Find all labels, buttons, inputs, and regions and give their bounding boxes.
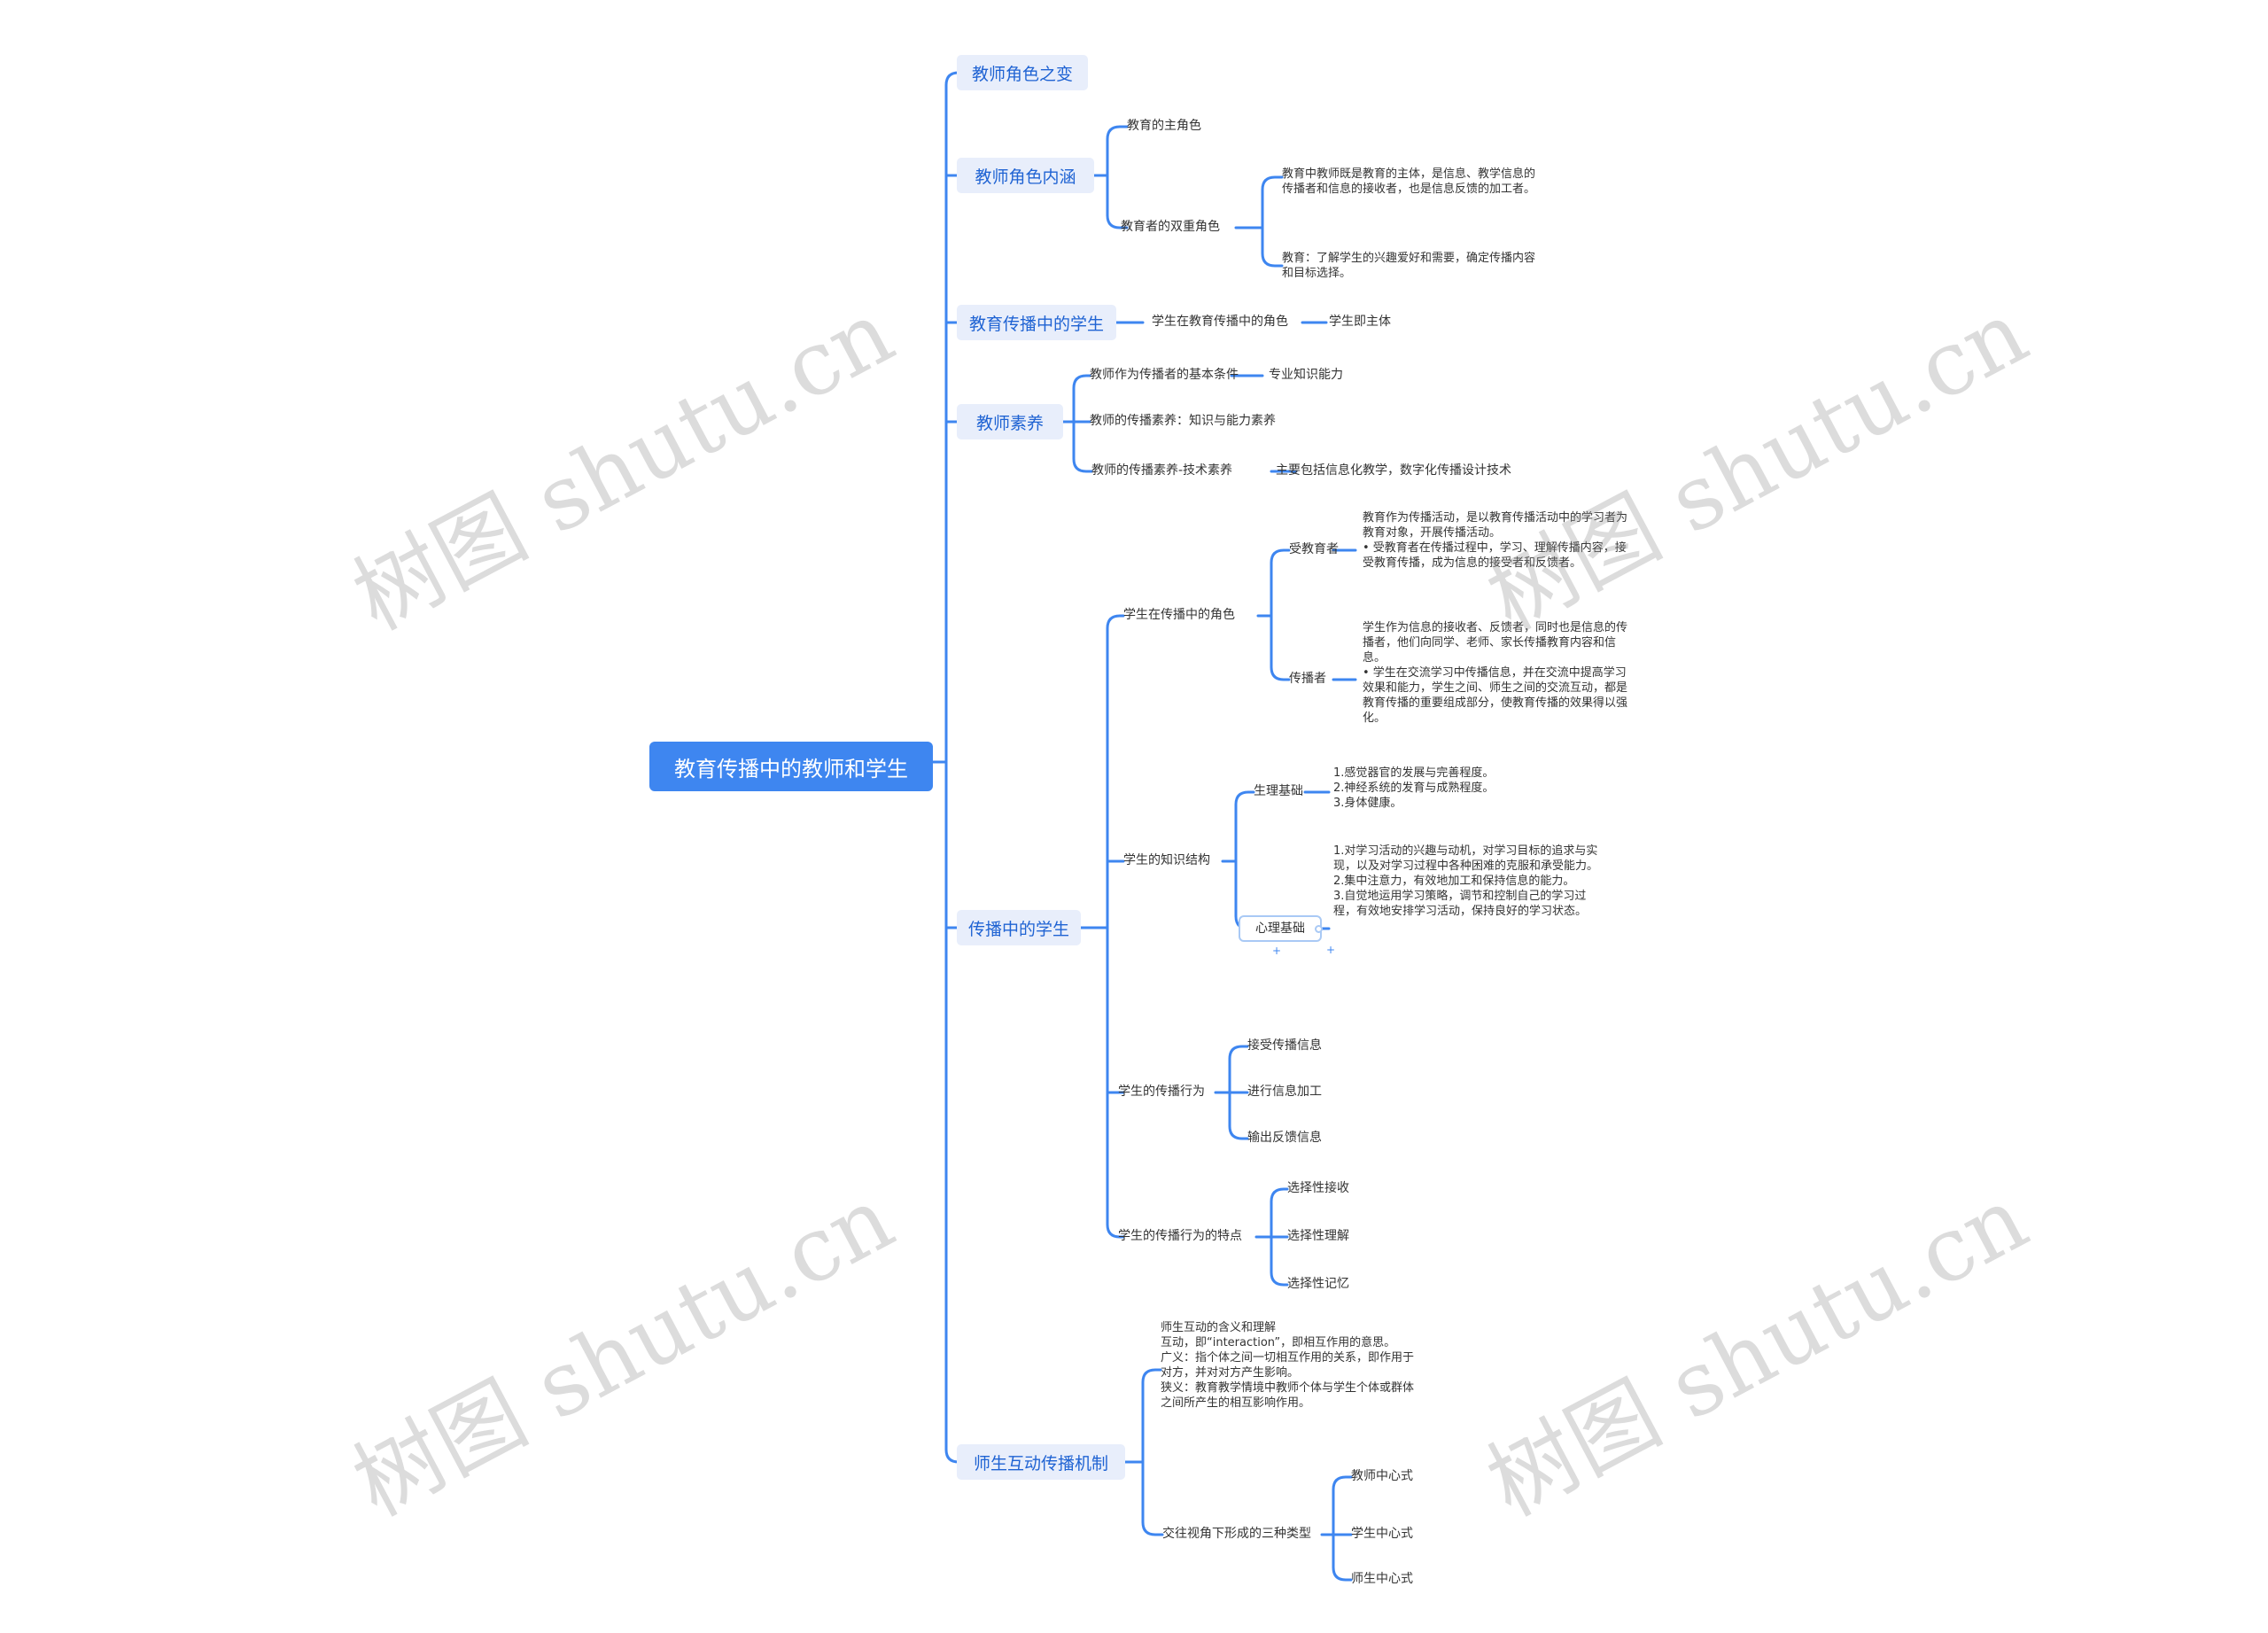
topic-comm-behavior-features[interactable]: 学生的传播行为的特点 [1118, 1229, 1242, 1243]
topic-student-role[interactable]: 学生在教育传播中的角色 [1152, 315, 1288, 329]
topic-student-subject[interactable]: 学生即主体 [1329, 315, 1391, 329]
branch-interaction-mechanism[interactable]: 师生互动传播机制 [957, 1444, 1125, 1480]
topic-receive-info[interactable]: 接受传播信息 [1247, 1038, 1322, 1053]
topic-communicator[interactable]: 传播者 [1289, 672, 1326, 686]
topic-knowledge-literacy[interactable]: 教师的传播素养：知识与能力素养 [1090, 414, 1276, 428]
topic-three-types[interactable]: 交往视角下形成的三种类型 [1162, 1527, 1311, 1541]
topic-teacher-centered[interactable]: 教师中心式 [1351, 1469, 1413, 1483]
topic-student-knowledge-structure[interactable]: 学生的知识结构 [1123, 853, 1210, 867]
add-sibling-icon[interactable]: + [1326, 944, 1336, 956]
topic-selective-memory[interactable]: 选择性记忆 [1287, 1277, 1349, 1291]
branch-students-in-communication[interactable]: 传播中的学生 [957, 910, 1081, 945]
topic-student-centered[interactable]: 学生中心式 [1351, 1527, 1413, 1541]
topic-psychological-basis[interactable]: 心理基础 [1239, 915, 1322, 942]
topic-professional-knowledge[interactable]: 专业知识能力 [1269, 368, 1343, 382]
topic-student-comm-role[interactable]: 学生在传播中的角色 [1123, 608, 1235, 622]
topic-educatee-detail[interactable]: 教育作为传播活动，是以教育传播活动中的学习者为教育对象，开展传播活动。 • 受教… [1363, 511, 1628, 570]
root-topic[interactable]: 教育传播中的教师和学生 [649, 742, 933, 791]
topic-psychological-detail[interactable]: 1.对学习活动的兴趣与动机，对学习目标的追求与实现，以及对学习过程中各种困难的克… [1333, 844, 1599, 918]
topic-process-info[interactable]: 进行信息加工 [1247, 1085, 1322, 1099]
topic-interaction-meaning[interactable]: 师生互动的含义和理解 互动，即“interaction”，即相互作用的意思。 广… [1161, 1321, 1415, 1410]
topic-main-role[interactable]: 教育的主角色 [1127, 119, 1201, 133]
topic-physiological-detail[interactable]: 1.感觉器官的发展与完善程度。 2.神经系统的发育与成熟程度。 3.身体健康。 [1333, 766, 1495, 810]
topic-dual-role-detail-2[interactable]: 教育：了解学生的兴趣爱好和需要，确定传播内容和目标选择。 [1282, 252, 1536, 280]
topic-student-comm-behavior[interactable]: 学生的传播行为 [1118, 1085, 1205, 1099]
topic-teacher-student-centered[interactable]: 师生中心式 [1351, 1572, 1413, 1586]
branch-teacher-role-change[interactable]: 教师角色之变 [957, 55, 1088, 90]
topic-selective-understand[interactable]: 选择性理解 [1287, 1229, 1349, 1243]
topic-educatee[interactable]: 受教育者 [1289, 542, 1339, 556]
branch-teacher-role-meaning[interactable]: 教师角色内涵 [957, 158, 1094, 193]
topic-communicator-detail[interactable]: 学生作为信息的接收者、反馈者，同时也是信息的传播者，他们向同学、老师、家长传播教… [1363, 621, 1628, 725]
topic-selective-receive[interactable]: 选择性接收 [1287, 1181, 1349, 1195]
branch-teacher-literacy[interactable]: 教师素养 [957, 404, 1063, 439]
topic-tech-literacy[interactable]: 教师的传播素养-技术素养 [1091, 463, 1233, 478]
topic-physiological-basis[interactable]: 生理基础 [1254, 784, 1303, 798]
add-child-icon[interactable]: + [1272, 945, 1282, 957]
selection-handle-right[interactable] [1315, 925, 1323, 933]
topic-teacher-basic-condition[interactable]: 教师作为传播者的基本条件 [1090, 368, 1239, 382]
topic-dual-role-detail-1[interactable]: 教育中教师既是教育的主体，是信息、教学信息的传播者和信息的接收者，也是信息反馈的… [1282, 167, 1536, 196]
branch-students-in-education[interactable]: 教育传播中的学生 [957, 305, 1116, 340]
topic-dual-role[interactable]: 教育者的双重角色 [1121, 220, 1220, 234]
topic-output-feedback[interactable]: 输出反馈信息 [1247, 1131, 1322, 1145]
topic-tech-literacy-detail[interactable]: 主要包括信息化教学，数字化传播设计技术 [1276, 463, 1511, 478]
